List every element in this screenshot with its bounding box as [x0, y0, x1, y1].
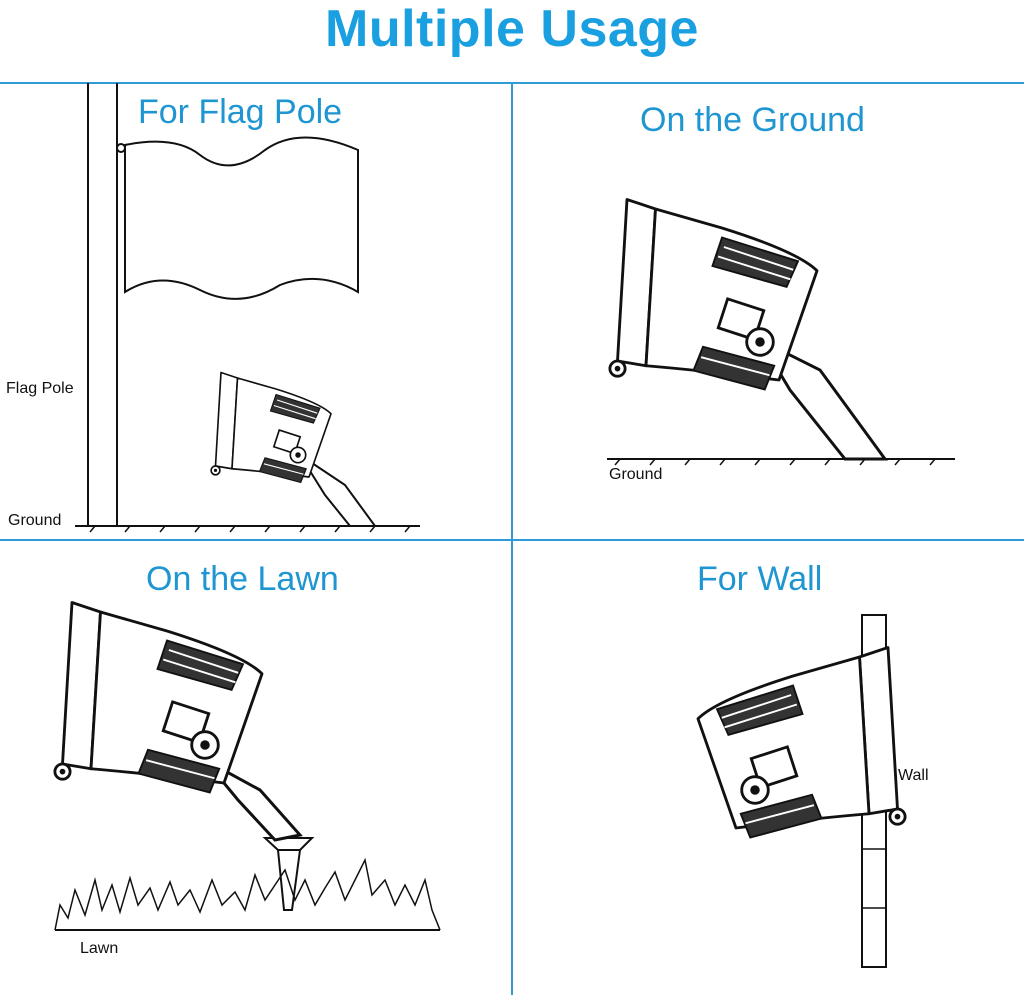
lawn-label: Lawn: [80, 940, 119, 957]
lawn-illustration: [53, 601, 441, 931]
panel-title-on-the-ground: On the Ground: [640, 101, 865, 139]
flag-pole-illustration: [75, 83, 420, 533]
panel-title-for-wall: For Wall: [697, 560, 823, 598]
panel-title-flag-pole: For Flag Pole: [138, 93, 343, 131]
ground-illustration: [607, 198, 955, 466]
center-divider: [511, 83, 513, 995]
flag-pole-label: Flag Pole: [6, 380, 74, 397]
panel-title-on-the-lawn: On the Lawn: [146, 560, 339, 598]
page-title: Multiple Usage: [325, 0, 699, 58]
ground-label-flag-panel: Ground: [8, 512, 62, 529]
wall-illustration: [696, 614, 907, 968]
ground-label-ground-panel: Ground: [609, 466, 663, 483]
wall-label: Wall: [898, 767, 929, 784]
